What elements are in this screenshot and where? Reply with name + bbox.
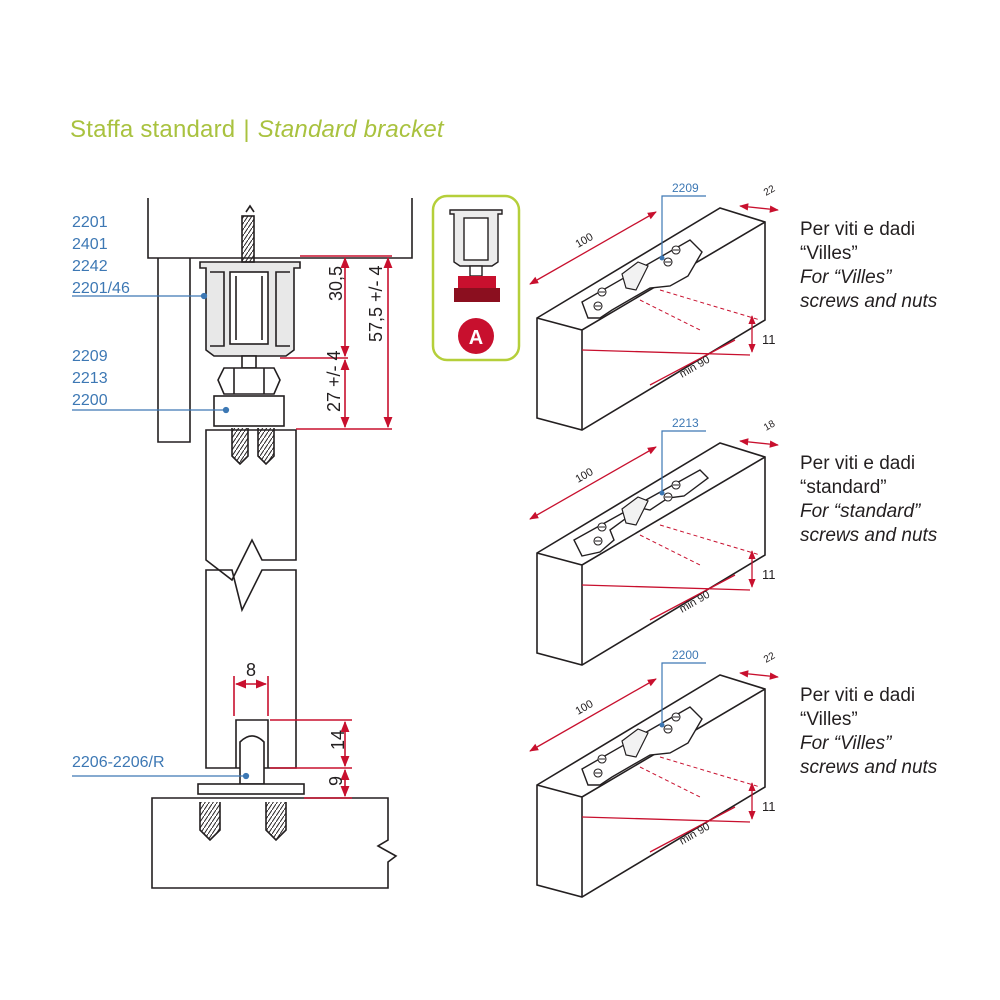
bracket-2-desc-en-1: For “standard” <box>800 501 921 522</box>
bracket-2-desc-en-2: screws and nuts <box>800 525 938 546</box>
title-italian: Staffa standard <box>70 116 236 143</box>
ceiling-beam <box>147 198 413 259</box>
dim-width: 22 <box>762 650 778 665</box>
door-lower <box>205 569 297 769</box>
door-upper <box>205 429 297 582</box>
part-2201-46: 2201/46 <box>72 280 130 297</box>
code-leader <box>661 430 706 493</box>
dim-width: 18 <box>762 418 778 433</box>
bracket-1-desc-en-2: screws and nuts <box>800 291 938 312</box>
part-labels-group-2: 2209 2213 2200 <box>72 346 108 412</box>
part-2209: 2209 <box>72 348 108 365</box>
bracket-1-desc-it-1: Per viti e dadi <box>800 219 916 240</box>
code-leader <box>661 195 706 258</box>
dim-width: 22 <box>762 183 778 198</box>
title-separator: | <box>243 116 250 143</box>
part-2213: 2213 <box>72 370 108 387</box>
code-leader <box>661 662 706 725</box>
top-track <box>199 261 301 357</box>
bracket-code: 2209 <box>672 181 699 195</box>
bracket-2-desc-it-1: Per viti e dadi <box>800 453 916 474</box>
dim-dashed <box>639 289 761 331</box>
part-2201: 2201 <box>72 214 108 231</box>
part-2401: 2401 <box>72 236 108 253</box>
part-2200: 2200 <box>72 392 108 409</box>
part-labels-group-3: 2206-2206/R <box>72 752 165 774</box>
dim-57-5: 57,5 +/- 4 <box>366 265 386 342</box>
stem <box>241 355 257 369</box>
floor-guide <box>239 735 265 785</box>
bracket-3-desc-it-2: “Villes” <box>800 709 858 730</box>
code-leader-dot <box>659 722 665 728</box>
hex-nut <box>217 367 281 395</box>
bracket-1-desc-it-2: “Villes” <box>800 243 858 264</box>
part-2206: 2206-2206/R <box>72 754 165 771</box>
dim-30-5: 30,5 <box>326 266 346 301</box>
bracket-1-desc-en-1: For “Villes” <box>800 267 892 288</box>
dim-height: 11 <box>762 332 776 347</box>
code-leader-dot <box>659 490 665 496</box>
part-labels-group-1: 2201 2401 2242 2201/46 <box>72 212 130 300</box>
dim-width-line <box>739 438 779 448</box>
dim-8: 8 <box>246 660 256 680</box>
page-title: Staffa standard | Standard bracket <box>70 116 444 144</box>
bracket-3-desc-en-2: screws and nuts <box>800 757 938 778</box>
dim-height: 11 <box>762 567 776 582</box>
bracket-code: 2213 <box>672 416 699 430</box>
dim-length-line <box>529 678 657 752</box>
dim-27: 27 +/- 4 <box>324 350 344 412</box>
inset-detail: A <box>431 194 521 362</box>
dim-min-line <box>581 806 751 853</box>
bracket-3-description: Per viti e dadi “Villes” For “Villes” sc… <box>800 684 937 780</box>
part-2242: 2242 <box>72 258 108 275</box>
dim-dashed <box>639 524 761 566</box>
wood-block <box>536 207 766 431</box>
wood-block <box>536 674 766 898</box>
bracket-1-description: Per viti e dadi “Villes” For “Villes” sc… <box>800 218 937 314</box>
bracket-2-desc-it-2: “standard” <box>800 477 887 498</box>
bracket-code: 2200 <box>672 648 699 662</box>
dim-length-line <box>529 446 657 520</box>
dim-dashed <box>639 756 761 798</box>
part-leaders <box>72 292 250 780</box>
title-english: Standard bracket <box>257 116 444 143</box>
dim-length: 100 <box>574 231 596 251</box>
section-dimensions <box>233 255 393 799</box>
floor <box>151 797 398 889</box>
dim-min-line <box>581 574 751 621</box>
dim-14: 14 <box>328 730 348 750</box>
dim-width-line <box>739 670 779 680</box>
dim-length-line <box>529 211 657 285</box>
wall-jamb <box>157 258 191 443</box>
bracket-3-desc-it-1: Per viti e dadi <box>800 685 916 706</box>
dim-length: 100 <box>574 698 596 718</box>
bracket-3-desc-en-1: For “Villes” <box>800 733 892 754</box>
badge-a <box>458 318 494 354</box>
dim-length: 100 <box>574 466 596 486</box>
code-leader-dot <box>659 255 665 261</box>
dim-9: 9 <box>326 776 346 786</box>
bracket-2-description: Per viti e dadi “standard” For “standard… <box>800 452 937 548</box>
threaded-rod <box>241 215 255 263</box>
badge-a-label: A <box>469 327 483 349</box>
dim-min-line <box>581 339 751 386</box>
dim-width-line <box>739 203 779 213</box>
wood-block <box>536 442 766 666</box>
section-view <box>147 198 413 889</box>
dim-height: 11 <box>762 799 776 814</box>
